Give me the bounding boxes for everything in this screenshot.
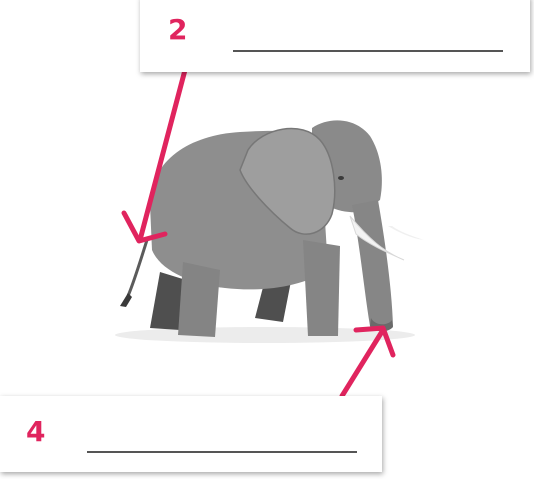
label-number: 2 <box>168 16 187 44</box>
label-box-4: 4 <box>0 396 382 472</box>
elephant-back-near-leg <box>178 262 220 337</box>
elephant-far-tusk <box>388 226 424 240</box>
answer-blank[interactable] <box>87 451 357 453</box>
elephant-eye <box>338 176 344 180</box>
label-box-2: 2 <box>140 0 530 72</box>
elephant-front-near-leg <box>303 240 340 336</box>
elephant-tail-tuft <box>120 293 132 307</box>
elephant-trunk <box>352 200 393 331</box>
label-number: 4 <box>26 418 45 446</box>
elephant-tail <box>128 240 147 296</box>
answer-blank[interactable] <box>233 50 503 52</box>
